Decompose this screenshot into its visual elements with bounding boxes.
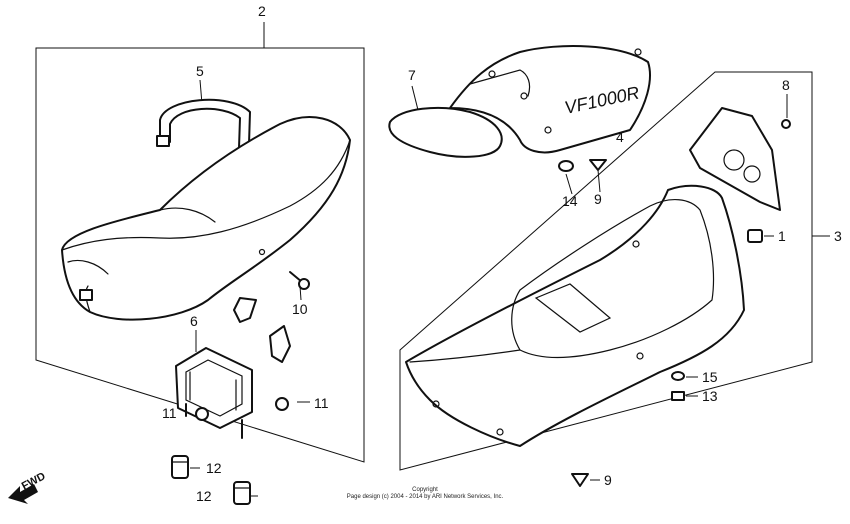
ref-number-9b: 9: [604, 472, 612, 488]
taillight-stay-part[interactable]: [689, 107, 781, 211]
screw-10-part[interactable]: [289, 271, 310, 290]
collar-15-part[interactable]: [671, 371, 685, 381]
damper-12b-part[interactable]: [233, 481, 251, 505]
ref-number-9a: 9: [594, 191, 602, 207]
rear-cowl-part[interactable]: [405, 184, 745, 447]
nut-11a-part[interactable]: [195, 407, 209, 421]
ref-number-11a: 11: [162, 405, 177, 421]
ref-number-7: 7: [408, 67, 416, 83]
ref-number-2: 2: [258, 3, 266, 19]
collar-14-part[interactable]: [558, 160, 574, 172]
screw-9b-part[interactable]: [571, 473, 589, 487]
ref-number-12a: 12: [206, 460, 222, 476]
ref-number-13: 13: [702, 388, 718, 404]
seat-bracket-part[interactable]: [175, 347, 253, 439]
grommet-1-part[interactable]: [747, 229, 763, 243]
ref-number-11b: 11: [314, 395, 329, 411]
ref-number-15: 15: [702, 369, 718, 385]
ref-number-12b: 12: [196, 488, 212, 504]
seat-assembly-outline: [35, 47, 365, 463]
screw-9a-part[interactable]: [589, 159, 607, 171]
seat-clip-upper[interactable]: [233, 297, 257, 323]
nut-11b-part[interactable]: [275, 397, 289, 411]
seat-cowl-part[interactable]: VF1000R: [449, 45, 651, 154]
ref-number-14: 14: [562, 193, 578, 209]
ref-number-5: 5: [196, 63, 204, 79]
damper-12a-part[interactable]: [171, 455, 189, 479]
seat-part[interactable]: [61, 116, 351, 321]
bolt-13-part[interactable]: [671, 391, 685, 401]
ref-number-3: 3: [834, 228, 842, 244]
ref-number-6: 6: [190, 313, 198, 329]
ref-number-10: 10: [292, 301, 308, 317]
reference-numbers: 2 5 7 4 8 1 3 14 9 6 10 11 11 15 13 12 1…: [162, 3, 842, 504]
ref-number-4: 4: [616, 129, 624, 145]
bolt-8-part[interactable]: [781, 119, 791, 129]
ref-number-1: 1: [778, 228, 786, 244]
ref-number-8: 8: [782, 77, 790, 93]
seat-cowl-pad-part[interactable]: [388, 106, 503, 158]
copyright-line-2: Page design (c) 2004 - 2014 by ARI Netwo…: [346, 494, 504, 500]
copyright-line-1: Copyright: [412, 487, 438, 493]
rear-cowl-assembly-outline: [399, 71, 813, 471]
seat-clip-lower[interactable]: [269, 325, 291, 363]
